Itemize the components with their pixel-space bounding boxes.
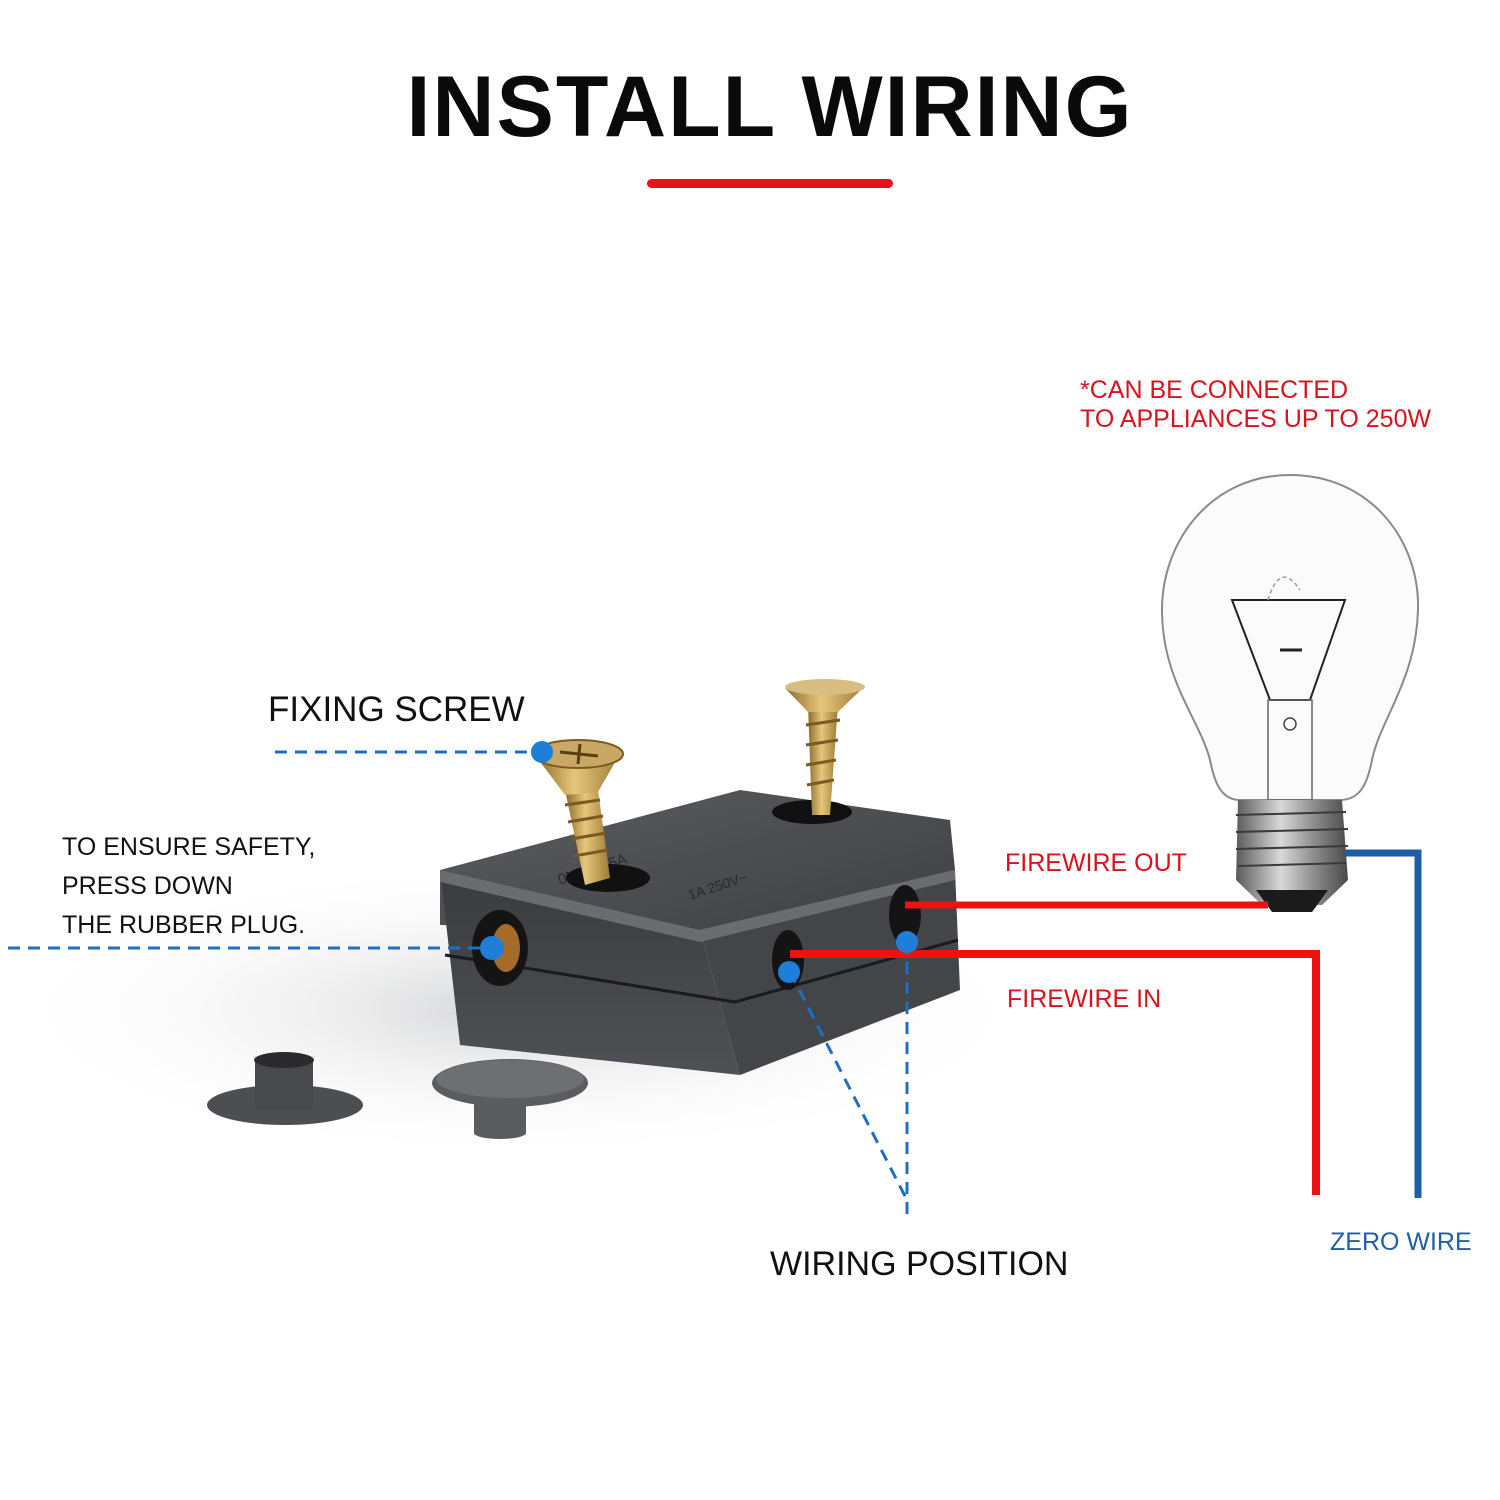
wiring-position-dot-out [896, 931, 918, 953]
wiring-position-dot-in [778, 961, 800, 983]
capacity-note-line-2: TO APPLIANCES UP TO 250W [1080, 405, 1432, 433]
safety-note-line-3: THE RUBBER PLUG. [62, 911, 306, 939]
bulb-base [1236, 800, 1348, 905]
zero-wire [1345, 849, 1422, 1198]
capacity-note-line-1: *CAN BE CONNECTED [1080, 376, 1349, 404]
firewire-out-label: FIREWIRE OUT [1005, 849, 1187, 877]
fixing-screw-label: FIXING SCREW [268, 690, 525, 729]
firewire-in-label: FIREWIRE IN [1007, 985, 1162, 1013]
rubber-plug-callout-dot [480, 936, 504, 960]
fixing-screw-front [532, 739, 624, 885]
inline-switch-box: 0N ⊥ 1.5A 1A 250V~ [440, 790, 960, 1075]
bulb-contact [1256, 890, 1328, 912]
bulb-glass [1160, 473, 1420, 801]
zero-wire-label: ZERO WIRE [1330, 1228, 1472, 1256]
safety-note-line-1: TO ENSURE SAFETY, [62, 833, 316, 861]
rubber-plug-left [207, 1052, 363, 1125]
page-title: INSTALL WIRING [406, 59, 1134, 155]
fixing-screw-back [785, 679, 865, 815]
rubber-plug-right [432, 1059, 588, 1139]
capacity-note: *CAN BE CONNECTED TO APPLIANCES UP TO 25… [1080, 376, 1431, 434]
wiring-position-label: WIRING POSITION [770, 1245, 1069, 1283]
safety-note-line-2: PRESS DOWN [62, 872, 233, 900]
firewire-in-wire [790, 950, 1320, 1195]
title-underline [647, 179, 893, 188]
wire-hole-out [889, 885, 921, 945]
fixing-screw-callout-dot [531, 741, 553, 763]
light-bulb [1160, 473, 1420, 912]
safety-note: TO ENSURE SAFETY, PRESS DOWN THE RUBBER … [62, 828, 315, 945]
switch-box-seam [444, 938, 959, 1004]
wiring-position-callout-line-1 [788, 971, 909, 1201]
